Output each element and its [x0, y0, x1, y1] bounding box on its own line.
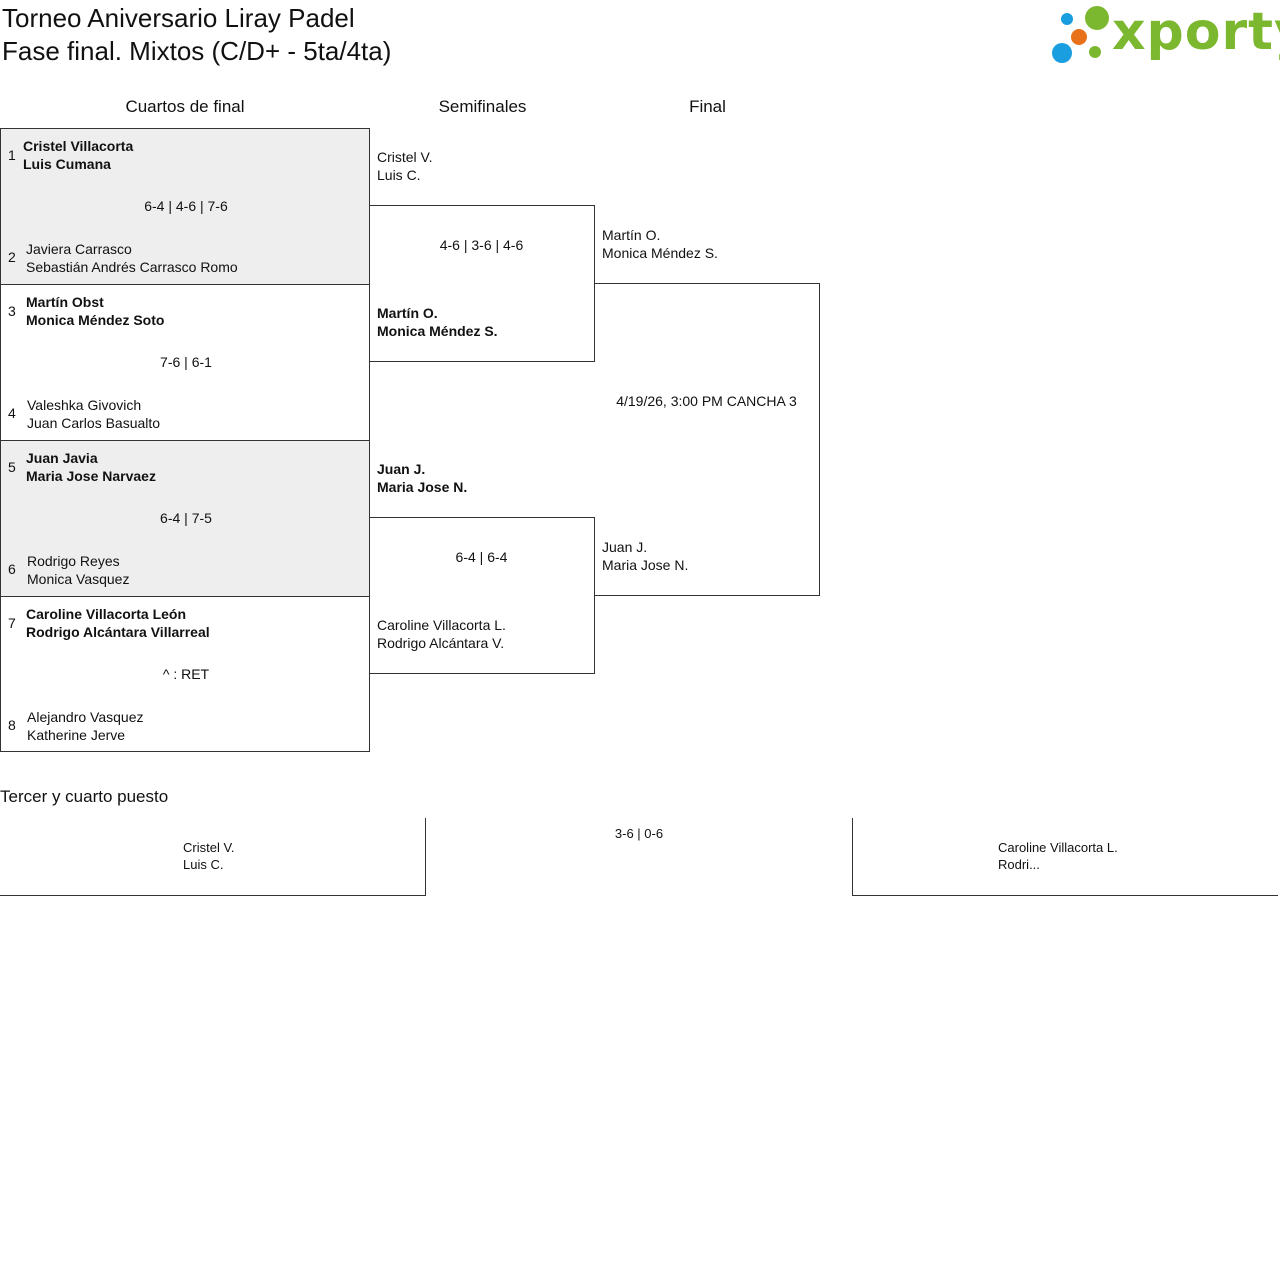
team-names: Caroline Villacorta L. Rodri...: [998, 839, 1118, 873]
team-names: Cristel V. Luis C.: [183, 839, 235, 873]
player-name: Martín O.: [377, 305, 438, 321]
logo-text: xporty: [1112, 2, 1280, 62]
quarterfinal-match-1: 1 Cristel Villacorta Luis Cumana 6-4 | 4…: [0, 128, 370, 285]
team-names: Juan J. Maria Jose N.: [602, 538, 688, 574]
team-names: Cristel Villacorta Luis Cumana: [23, 137, 133, 173]
player-name: Sebastián Andrés Carrasco Romo: [26, 259, 238, 275]
final-team-top: Martín O. Monica Méndez S.: [602, 226, 718, 262]
player-name: Cristel V.: [183, 840, 235, 855]
player-name: Juan J.: [602, 539, 648, 555]
third-place-right-team: Caroline Villacorta L. Rodri...: [852, 818, 1278, 896]
team-names: Caroline Villacorta León Rodrigo Alcánta…: [26, 605, 210, 641]
team-names: Juan Javia Maria Jose Narvaez: [26, 449, 156, 485]
player-name: Martín Obst: [26, 294, 104, 310]
third-place-title: Tercer y cuarto puesto: [0, 787, 169, 806]
player-name: Maria Jose Narvaez: [26, 468, 156, 484]
team-names: Caroline Villacorta L. Rodrigo Alcántara…: [377, 616, 506, 652]
player-name: Luis C.: [183, 857, 224, 872]
player-name: Cristel Villacorta: [23, 138, 134, 154]
third-place-score: 3-6 | 0-6: [614, 826, 664, 841]
player-name: Javiera Carrasco: [26, 241, 132, 257]
team-names: Rodrigo Reyes Monica Vasquez: [27, 552, 129, 588]
quarterfinal-match-2: 3 Martín Obst Monica Méndez Soto 7-6 | 6…: [0, 284, 370, 441]
team-names: Valeshka Givovich Juan Carlos Basualto: [27, 396, 160, 432]
player-name: Rodri...: [998, 857, 1040, 872]
tournament-title: Torneo Aniversario Liray Padel: [2, 3, 355, 33]
player-name: Luis C.: [377, 167, 421, 183]
player-name: Monica Vasquez: [27, 571, 130, 587]
phase-title: Fase final. Mixtos (C/D+ - 5ta/4ta): [2, 36, 392, 66]
player-name: Juan J.: [377, 461, 426, 477]
match-score: 7-6 | 6-1: [160, 354, 212, 370]
player-name: Rodrigo Alcántara V.: [377, 635, 505, 651]
player-name: Cristel V.: [377, 149, 433, 165]
player-name: Monica Méndez S.: [377, 323, 498, 339]
logo-dots-icon: [1052, 6, 1109, 63]
semifinals-header: Semifinales: [438, 97, 527, 116]
player-name: Rodrigo Alcántara Villarreal: [26, 624, 210, 640]
semifinal-match-1: 4-6 | 3-6 | 4-6 Martín O. Monica Méndez …: [369, 205, 595, 362]
player-name: Luis Cumana: [23, 156, 111, 172]
player-name: Juan Carlos Basualto: [27, 415, 161, 431]
player-name: Alejandro Vasquez: [27, 709, 144, 725]
final-match: 4/19/26, 3:00 PM CANCHA 3 Juan J. Maria …: [594, 283, 820, 596]
team-names: Alejandro Vasquez Katherine Jerve: [27, 708, 143, 744]
player-name: Katherine Jerve: [27, 727, 126, 743]
match-score: 6-4 | 4-6 | 7-6: [144, 198, 228, 214]
quarterfinals-header: Cuartos de final: [125, 97, 245, 116]
player-name: Juan Javia: [26, 450, 98, 466]
player-name: Caroline Villacorta L.: [998, 840, 1118, 855]
seed-number: 5: [8, 459, 16, 475]
seed-number: 7: [8, 615, 16, 631]
player-name: Valeshka Givovich: [27, 397, 142, 413]
player-name: Caroline Villacorta León: [26, 606, 187, 622]
third-place-left-team: Cristel V. Luis C.: [0, 818, 426, 896]
quarterfinal-match-3: 5 Juan Javia Maria Jose Narvaez 6-4 | 7-…: [0, 440, 370, 597]
seed-number: 2: [8, 249, 16, 265]
seed-number: 6: [8, 561, 16, 577]
player-name: Maria Jose N.: [602, 557, 689, 573]
final-header: Final: [689, 97, 726, 116]
match-score: 6-4 | 6-4: [455, 549, 508, 565]
seed-number: 1: [8, 147, 16, 163]
semifinal-1-team-top: Cristel V. Luis C.: [377, 148, 433, 184]
seed-number: 4: [8, 405, 16, 421]
seed-number: 8: [8, 717, 16, 733]
player-name: Maria Jose N.: [377, 479, 468, 495]
player-name: Caroline Villacorta L.: [377, 617, 506, 633]
team-names: Martín O. Monica Méndez S.: [377, 304, 498, 340]
seed-number: 3: [8, 303, 16, 319]
player-name: Martín O.: [602, 227, 661, 243]
match-score: ^ : RET: [162, 666, 210, 682]
match-schedule: 4/19/26, 3:00 PM CANCHA 3: [616, 393, 797, 409]
player-name: Rodrigo Reyes: [27, 553, 120, 569]
semifinal-2-team-top: Juan J. Maria Jose N.: [377, 460, 467, 496]
match-score: 6-4 | 7-5: [160, 510, 212, 526]
player-name: Monica Méndez S.: [602, 245, 718, 261]
xporty-logo: xporty: [1050, 2, 1280, 68]
match-score: 4-6 | 3-6 | 4-6: [439, 237, 524, 253]
quarterfinal-match-4: 7 Caroline Villacorta León Rodrigo Alcán…: [0, 596, 370, 752]
team-names: Martín Obst Monica Méndez Soto: [26, 293, 164, 329]
player-name: Monica Méndez Soto: [26, 312, 165, 328]
team-names: Javiera Carrasco Sebastián Andrés Carras…: [26, 240, 238, 276]
semifinal-match-2: 6-4 | 6-4 Caroline Villacorta L. Rodrigo…: [369, 517, 595, 674]
